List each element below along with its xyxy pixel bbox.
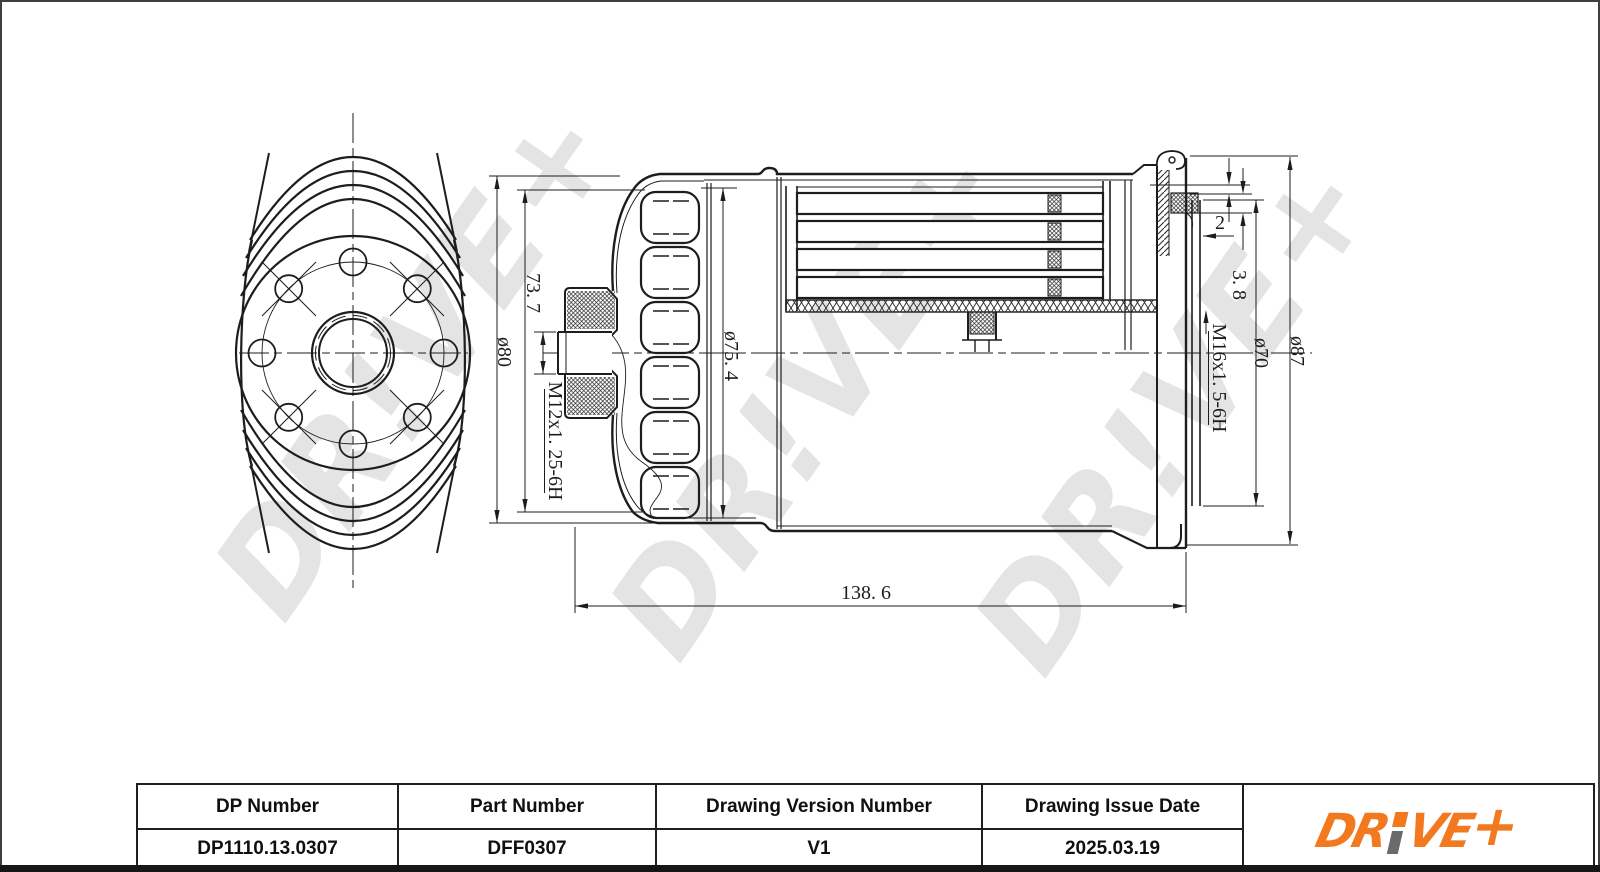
dim-cap-height: 73. 7 — [522, 273, 544, 313]
page-border-right — [1598, 0, 1600, 872]
outlet-flange — [1155, 150, 1201, 549]
value-issue-date: 2025.03.19 — [981, 828, 1242, 868]
hole-cross-marks — [261, 261, 445, 445]
page-border-top — [0, 0, 1600, 2]
inlet-thread-stud — [557, 287, 618, 419]
dim-bellows-od: ø75. 4 — [720, 331, 742, 381]
bellows — [639, 190, 701, 520]
filter-body — [704, 164, 1186, 550]
side-section-view — [543, 150, 1312, 550]
value-part-number: DFF0307 — [397, 828, 655, 868]
value-drawing-version: V1 — [655, 828, 981, 868]
logo-cell: DR VE + — [1242, 785, 1593, 868]
dim-inlet-thread: M12x1. 25-6H — [544, 382, 566, 501]
filter-element — [785, 180, 1158, 352]
dim-lip-offset: 2 — [1215, 212, 1225, 234]
dimensions: ø80 73. 7 M12x1. 25-6H ø75. 4 2 3. 8 M16… — [489, 155, 1308, 613]
logo-text-ve: VE — [1402, 803, 1478, 859]
dim-body-od: ø80 — [493, 337, 515, 367]
page-border-bottom — [0, 865, 1600, 872]
page-border-left — [0, 0, 2, 872]
brand-logo: DR VE + — [1310, 794, 1527, 859]
dim-seal-height: 3. 8 — [1228, 270, 1250, 300]
title-block: DP Number Part Number Drawing Version Nu… — [136, 783, 1595, 870]
dim-bore-id: ø70 — [1250, 338, 1272, 368]
value-dp-number: DP1110.13.0307 — [138, 828, 397, 868]
bolt-holes — [247, 247, 459, 459]
header-part-number: Part Number — [397, 785, 655, 828]
header-issue-date: Drawing Issue Date — [981, 785, 1242, 828]
logo-text-dr: DR — [1310, 803, 1393, 859]
dim-flange-od: ø87 — [1286, 336, 1308, 366]
header-dp-number: DP Number — [215, 795, 320, 817]
dim-outlet-thread: M16x1. 5-6H — [1208, 324, 1230, 433]
end-view — [234, 113, 472, 588]
logo-exclamation-dot — [1392, 811, 1409, 827]
dim-overall-length: 138. 6 — [841, 582, 891, 604]
logo-exclamation-stem — [1387, 830, 1404, 854]
dimension-arrows — [494, 157, 1293, 609]
header-drawing-version: Drawing Version Number — [655, 785, 981, 828]
